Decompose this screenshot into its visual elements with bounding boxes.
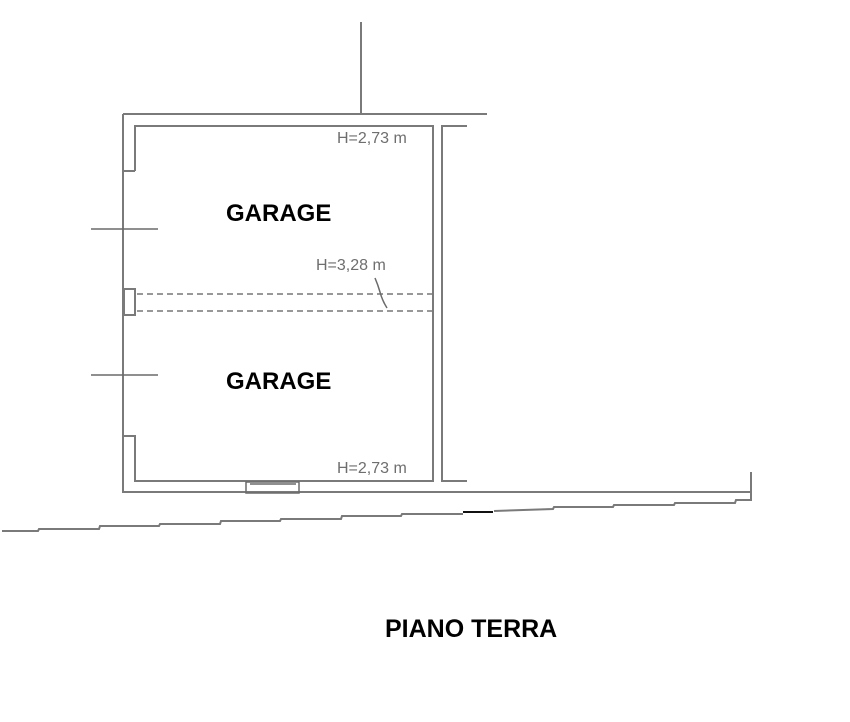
floor-title: PIANO TERRA <box>385 615 558 643</box>
room-label-garage-2: GARAGE <box>226 368 332 395</box>
height-label-bottom: H=2,73 m <box>337 460 407 477</box>
leader-line <box>374 277 388 309</box>
beam-height-label: H=3,28 m <box>316 257 386 274</box>
room-label-garage-1: GARAGE <box>226 200 332 227</box>
outer-wall-left-bottom <box>122 114 299 493</box>
ground-line-left <box>2 513 463 532</box>
bottom-opening <box>245 481 300 494</box>
ground-line-right <box>493 472 752 512</box>
height-label-top: H=2,73 m <box>337 130 407 147</box>
pillar <box>123 288 136 316</box>
inner-wall <box>124 125 434 482</box>
right-wall <box>441 125 467 482</box>
